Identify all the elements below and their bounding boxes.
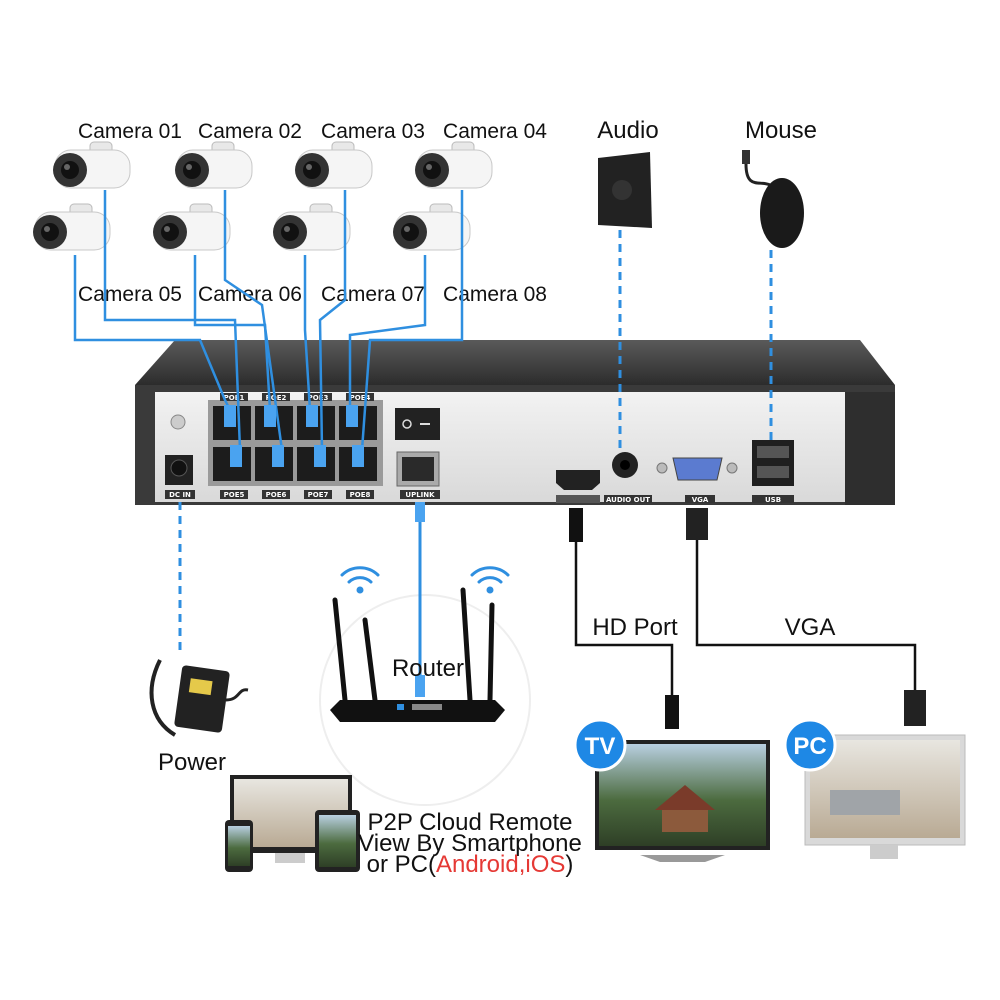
- vga-cable: [695, 540, 917, 695]
- tv-badge: TV: [585, 733, 616, 760]
- camera-icon: [32, 203, 111, 251]
- remote-line-1: P2P Cloud Remote: [367, 809, 572, 836]
- remote-devices-icon: [225, 775, 360, 872]
- port-label-poe8: POE8: [350, 491, 371, 499]
- remote-line-3: or PC(Android,iOS): [367, 851, 574, 878]
- wifi-icon: [470, 566, 510, 594]
- tv-monitor: [595, 740, 770, 862]
- hdmi-cable: [574, 540, 674, 700]
- port-label-audio-out: AUDIO OUT: [606, 496, 650, 504]
- router-icon: [332, 587, 495, 703]
- power-adapter-icon: [149, 659, 249, 737]
- camera-group: [32, 141, 493, 251]
- port-label-usb: USB: [765, 496, 781, 504]
- camera-icon: [294, 141, 373, 189]
- port-label-uplink: UPLINK: [405, 491, 435, 499]
- camera-label: Camera 08: [443, 283, 547, 306]
- camera-icon: [174, 141, 253, 189]
- rj45-plugs: [224, 405, 364, 467]
- speaker-icon: [598, 152, 652, 228]
- camera-icon: [392, 203, 471, 251]
- platform-highlight: Android,iOS: [436, 851, 565, 878]
- camera-label: Camera 03: [321, 120, 425, 143]
- camera-label: Camera 06: [198, 283, 302, 306]
- mouse-icon: [742, 150, 804, 248]
- remote-line-2: View By Smartphone: [358, 830, 582, 857]
- pc-badge: PC: [793, 733, 826, 760]
- camera-icon: [52, 141, 131, 189]
- router-label: Router: [392, 655, 464, 682]
- remote-line-3-suffix: ): [565, 851, 573, 878]
- port-label-vga: VGA: [692, 496, 709, 504]
- port-label-poe3: POE3: [308, 394, 329, 402]
- nvr-recorder: DC IN POE1 POE2 POE3 POE4 POE5 POE6 POE7…: [135, 340, 895, 505]
- camera-icon: [414, 141, 493, 189]
- hd-port-label: HD Port: [592, 614, 678, 641]
- mouse-label: Mouse: [745, 117, 817, 144]
- camera-label: Camera 01: [78, 120, 182, 143]
- port-label-poe4: POE4: [350, 394, 371, 402]
- port-label-poe6: POE6: [266, 491, 287, 499]
- port-label-poe1: POE1: [224, 394, 245, 402]
- port-label-poe5: POE5: [224, 491, 245, 499]
- vga-label: VGA: [785, 614, 836, 641]
- camera-label: Camera 02: [198, 120, 302, 143]
- camera-label: Camera 07: [321, 283, 425, 306]
- wifi-icon: [340, 566, 380, 594]
- remote-line-3-prefix: or PC(: [367, 851, 436, 878]
- camera-label: Camera 05: [78, 283, 182, 306]
- port-label-poe7: POE7: [308, 491, 329, 499]
- audio-label: Audio: [597, 117, 658, 144]
- port-label-dc-in: DC IN: [169, 491, 191, 499]
- camera-icon: [152, 203, 231, 251]
- camera-label: Camera 04: [443, 120, 547, 143]
- uplink-plug: [415, 502, 425, 522]
- camera-icon: [272, 203, 351, 251]
- poe-cables: [73, 190, 464, 451]
- power-label: Power: [158, 749, 226, 776]
- power-switch: [395, 408, 440, 440]
